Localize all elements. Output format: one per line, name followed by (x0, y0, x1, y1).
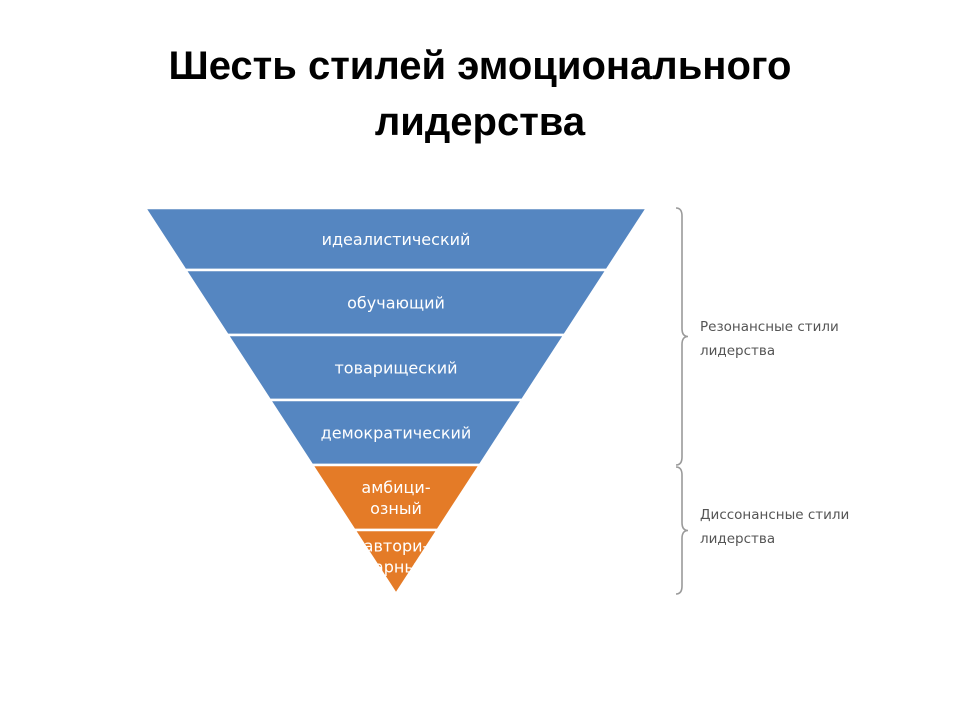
slide-title: Шесть стилей эмоционального лидерства (0, 38, 960, 150)
pyramid-tier-5-label: озный (370, 499, 422, 518)
resonant-group-label-line-1: Резонансные стили (700, 319, 839, 335)
pyramid-tier-1-label: идеалистический (322, 230, 471, 249)
pyramid-tier-6 (352, 528, 440, 597)
pyramid-tier-5-label: амбици- (361, 478, 430, 497)
brace-dissonant (675, 466, 689, 595)
dissonant-group-label-line-2: лидерства (700, 531, 775, 547)
resonant-group-label-line-2: лидерства (700, 343, 775, 359)
pyramid-tier-2-label: обучающий (347, 294, 445, 313)
slide-title-line-1: Шесть стилей эмоционального (168, 44, 792, 88)
pyramid-tiers: идеалистический обучающий товарищеский демо… (142, 206, 650, 597)
pyramid-tier-3-label: товарищеский (334, 359, 457, 378)
pyramid-tier-5 (309, 463, 483, 532)
slide-title-line-2: лидерства (374, 100, 586, 144)
pyramid-tier-6-label: автори- (364, 537, 429, 556)
brace-resonant (675, 207, 689, 466)
dissonant-group-label-line-1: Диссонансные стили (700, 507, 849, 523)
pyramid-tier-6-label: тарный (365, 558, 428, 577)
pyramid-tier-4-label: демократический (321, 424, 472, 443)
